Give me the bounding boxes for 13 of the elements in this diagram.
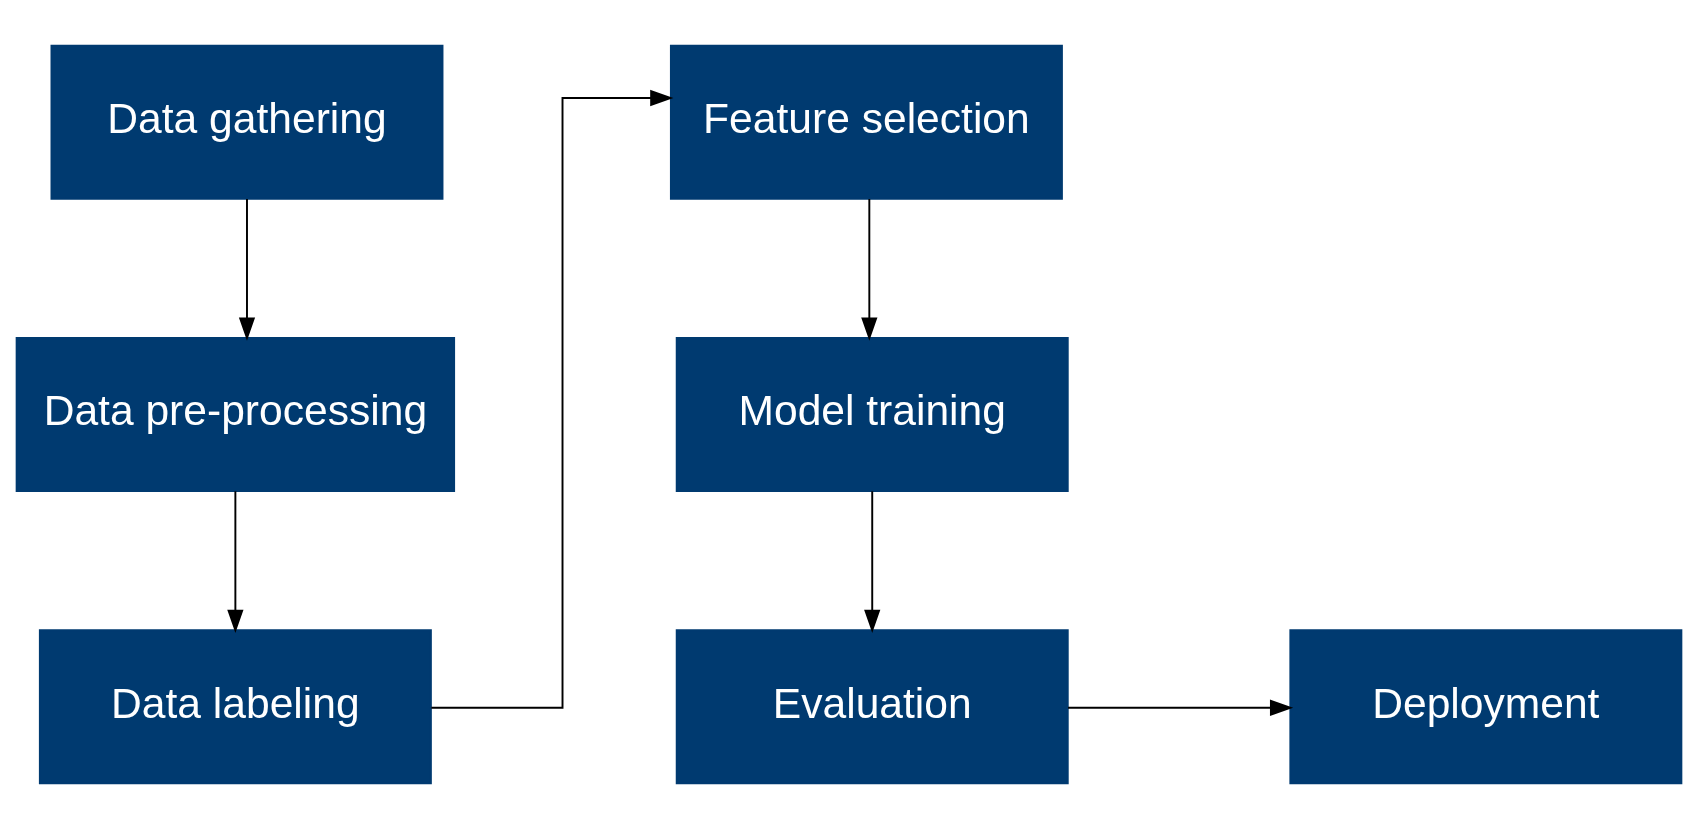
arrow [430, 89, 674, 709]
arrow [227, 490, 244, 633]
node-box: Feature selection [669, 44, 1063, 200]
node-box: Data labeling [38, 629, 432, 785]
arrow [861, 198, 878, 341]
arrow [864, 490, 881, 633]
arrow [238, 198, 256, 341]
node-box: Data pre-processing [15, 337, 456, 492]
node-box: Model training [675, 337, 1069, 492]
node-box: Data gathering [50, 44, 444, 200]
node-box: Evaluation [675, 629, 1069, 785]
node-box: Deployment [1289, 629, 1683, 785]
arrow [1067, 699, 1294, 716]
